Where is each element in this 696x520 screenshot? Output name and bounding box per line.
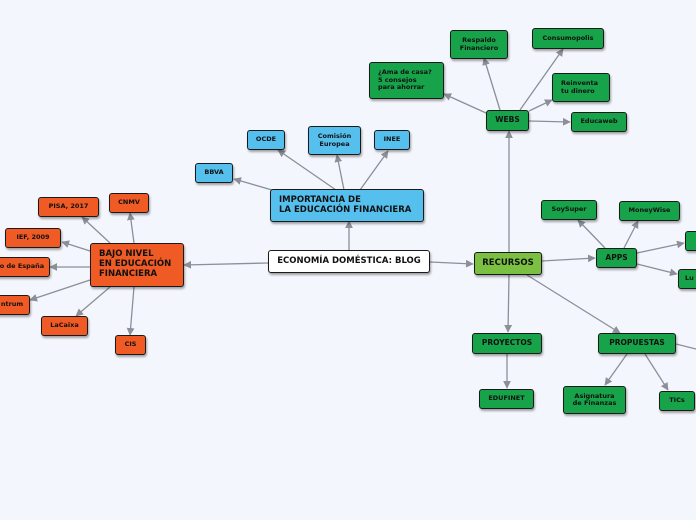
consumopolis-node[interactable]: Consumopolis: [532, 28, 604, 49]
educaweb-node[interactable]: Educaweb: [571, 112, 627, 132]
bajo-nivel-node[interactable]: BAJO NIVEL EN EDUCACIÓN FINANCIERA: [90, 243, 184, 287]
pisa-2017-node[interactable]: PISA, 2017: [38, 197, 99, 217]
ocde-node[interactable]: OCDE: [247, 130, 285, 150]
webs-node[interactable]: WEBS: [486, 110, 529, 131]
trum-node[interactable]: ntrum: [0, 295, 30, 315]
inee-node[interactable]: INEE: [374, 130, 410, 150]
propuestas-node[interactable]: PROPUESTAS: [598, 333, 676, 354]
soysuper-node[interactable]: SoySuper: [541, 200, 597, 220]
moneywise-node[interactable]: MoneyWise: [619, 201, 680, 221]
apps-edge-node[interactable]: [685, 231, 696, 251]
edufinet-node[interactable]: EDUFINET: [479, 389, 534, 409]
tics-node[interactable]: TICs: [659, 391, 695, 411]
apps-node[interactable]: APPS: [596, 248, 637, 268]
lacaixa-node[interactable]: LaCaixa: [41, 316, 88, 336]
comision-europea-node[interactable]: Comisión Europea: [308, 126, 361, 155]
central-topic[interactable]: ECONOMÍA DOMÉSTICA: BLOG: [268, 250, 430, 273]
asignatura-de-finanzas-node[interactable]: Asignatura de Finanzas: [563, 386, 626, 414]
cis-node[interactable]: CIS: [115, 335, 146, 355]
reinventa-tu-dinero-node[interactable]: Reinventa tu dinero: [552, 73, 610, 102]
ama-de-casa-node[interactable]: ¿Ama de casa? 5 consejos para ahorrar: [369, 62, 444, 99]
importancia-node[interactable]: IMPORTANCIA DE LA EDUCACIÓN FINANCIERA: [270, 189, 424, 222]
respaldo-financiero-node[interactable]: Respaldo Financiero: [450, 30, 508, 59]
cnmv-node[interactable]: CNMV: [109, 193, 149, 213]
bbva-node[interactable]: BBVA: [195, 163, 233, 183]
proyectos-node[interactable]: PROYECTOS: [472, 333, 542, 354]
recursos-node[interactable]: RECURSOS: [474, 252, 542, 275]
ief-2009-node[interactable]: IEF, 2009: [5, 228, 61, 248]
lu-node[interactable]: Lu: [678, 269, 696, 289]
banco-de-espana-node[interactable]: o de España: [0, 257, 50, 277]
